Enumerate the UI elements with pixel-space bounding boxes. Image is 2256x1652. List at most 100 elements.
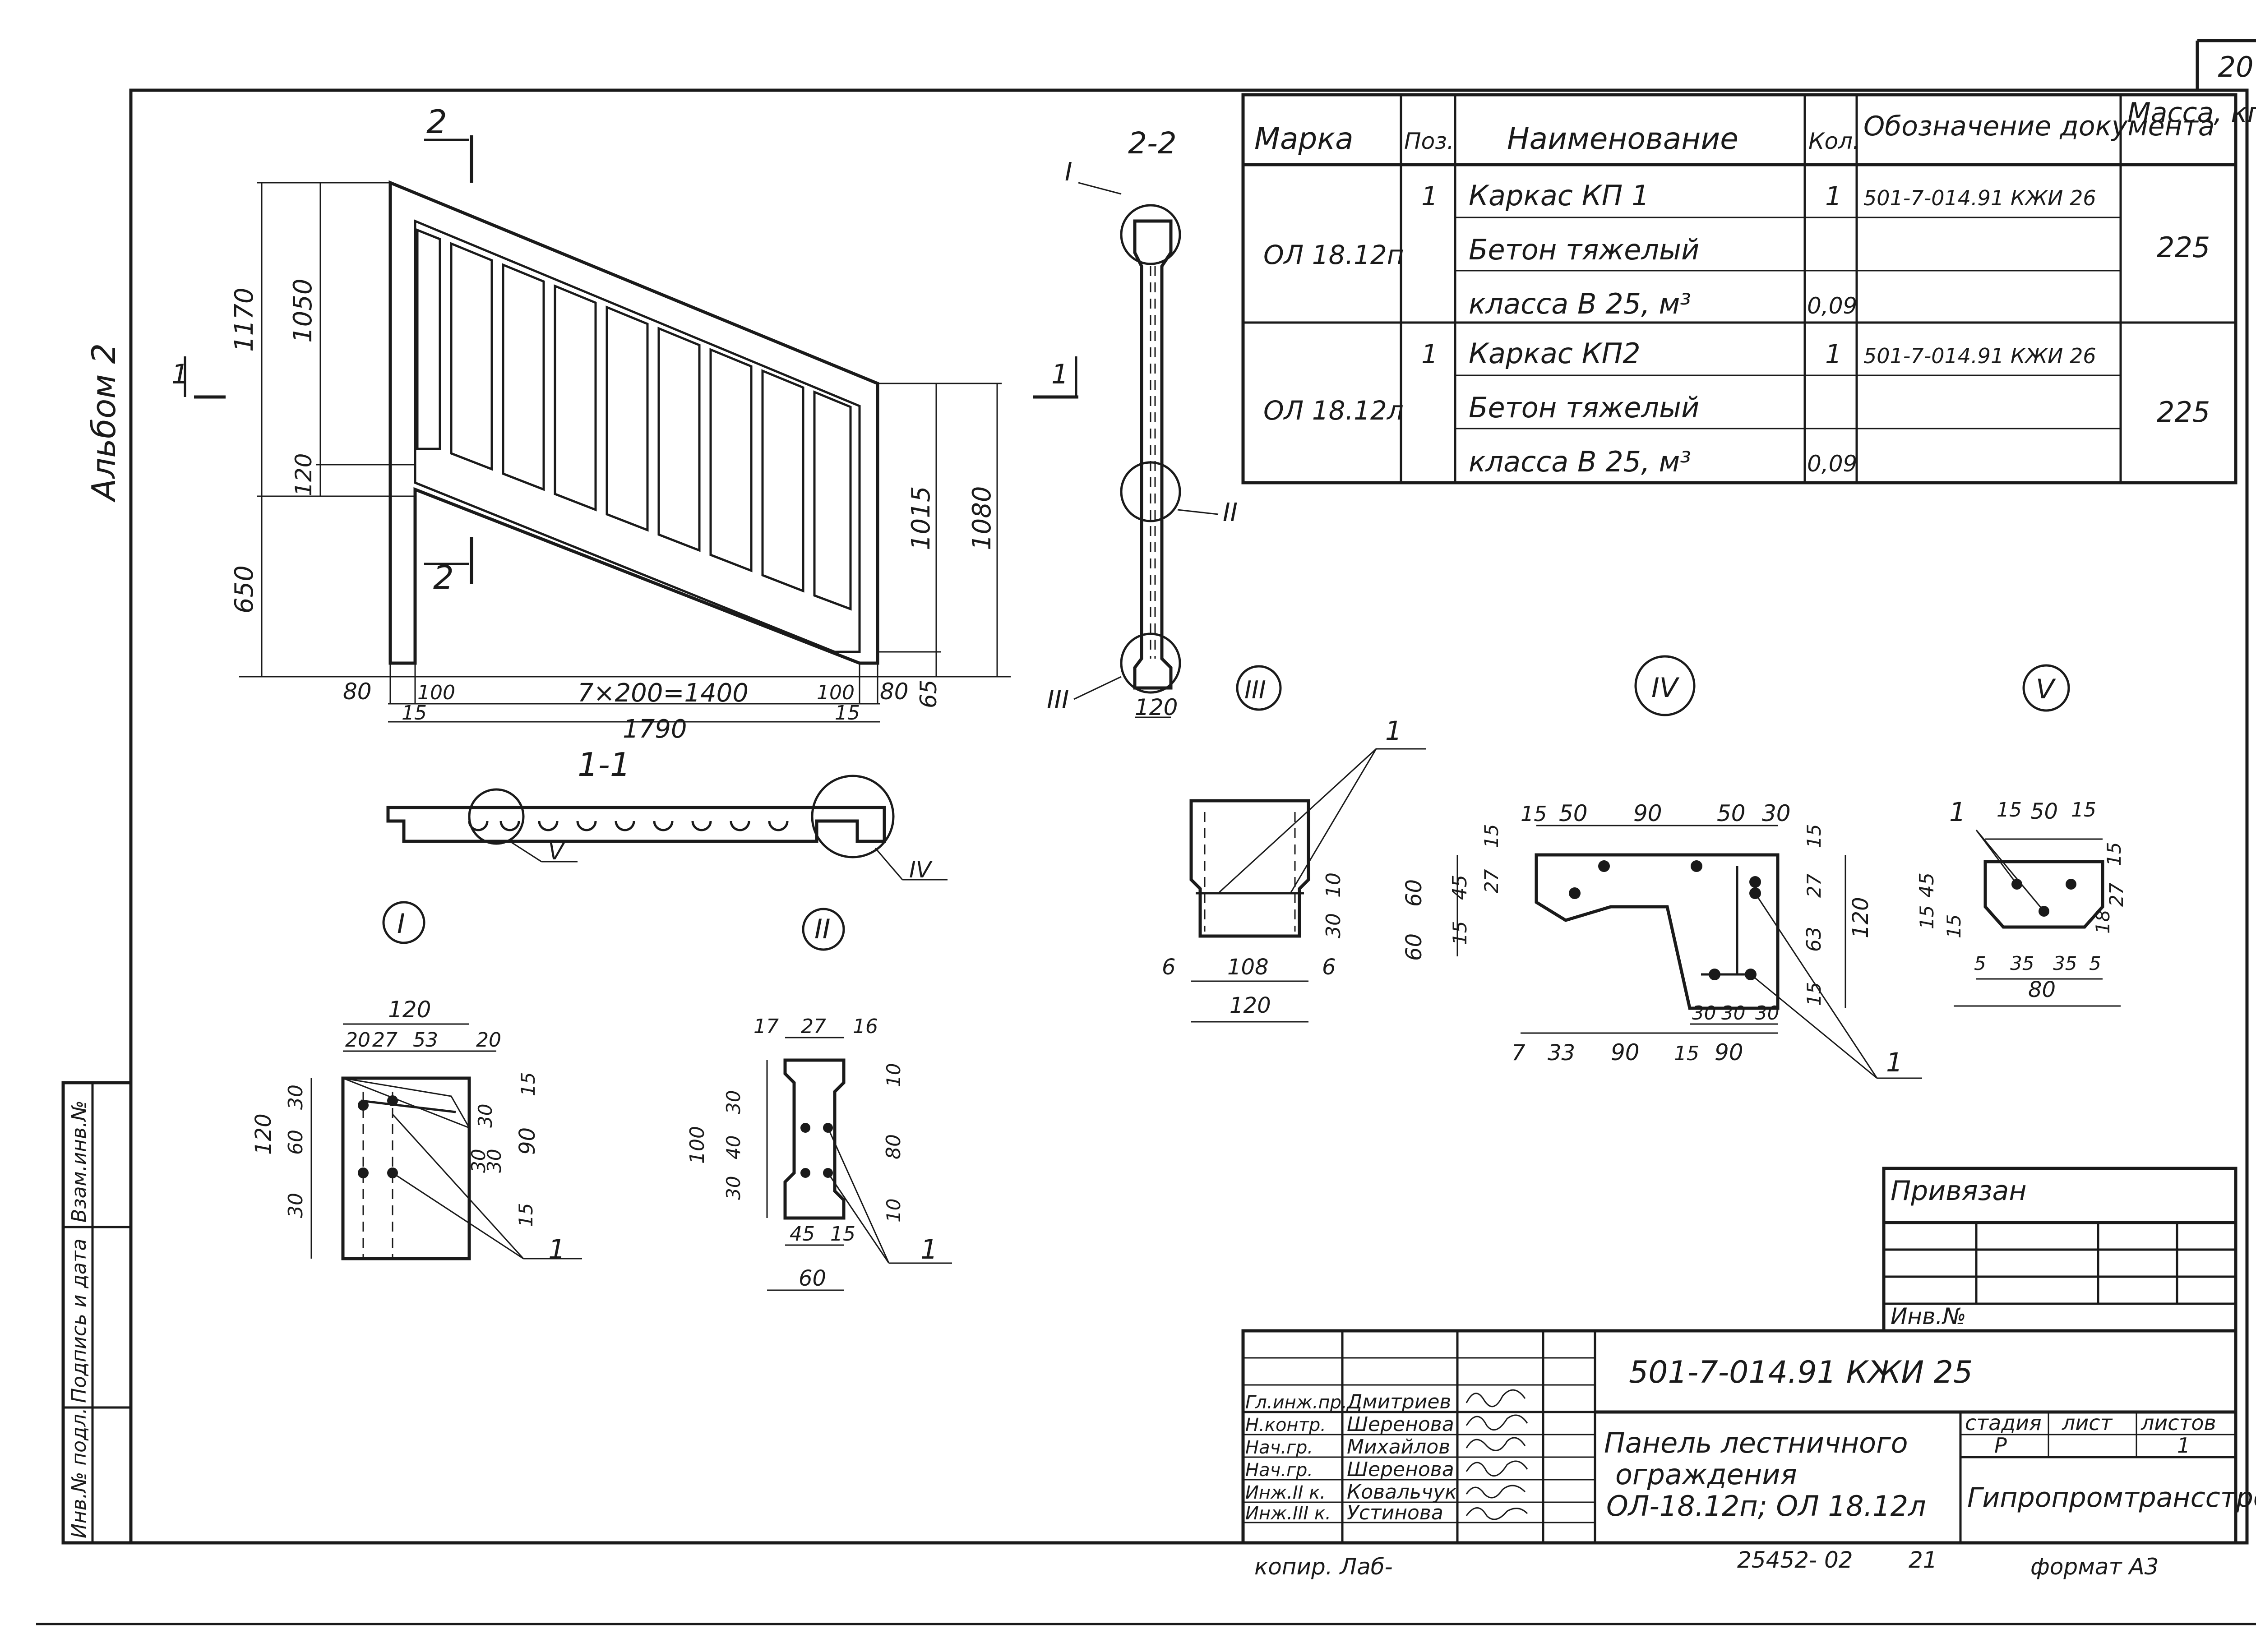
detail-V-top-50: 50 [2030, 799, 2058, 824]
archive-sheet: 21 [1909, 1547, 1937, 1573]
format-label: формат А3 [2030, 1554, 2159, 1580]
person-name-1: Дмитриев [1346, 1390, 1451, 1413]
detail-III-pos: 1 [1385, 715, 1402, 746]
spec-header-qty: Кол. [1808, 128, 1860, 154]
doc-title-3: ОЛ-18.12п; ОЛ 18.12л [1606, 1490, 1926, 1523]
detail-I-top-53: 53 [413, 1029, 438, 1052]
detail-V-left-15a: 15 [1916, 905, 1938, 929]
dim-1790: 1790 [623, 715, 687, 744]
elevation-panel [388, 180, 879, 704]
spec-row1-doc: 501-7-014.91 КЖИ 26 [1863, 186, 2096, 210]
side-stamp-inv-orig: Инв.№ подл. [68, 1407, 91, 1538]
detail-IV-drawing [1456, 655, 1922, 1079]
detail-II-bottom-15: 15 [830, 1223, 855, 1246]
spec-header-mark: Марка [1254, 121, 1354, 156]
dim-65: 65 [915, 679, 942, 708]
bound-table-grid [1882, 1167, 2238, 1333]
sheet-frame [36, 39, 2256, 1625]
section-markers [184, 135, 1078, 584]
detail-II-left-100: 100 [686, 1126, 709, 1164]
detail-II-left-40: 40 [722, 1135, 744, 1159]
spec-row5-name: Бетон тяжелый [1469, 391, 1699, 424]
section-mark-2-top: 2 [426, 103, 447, 141]
detail-III-6b: 6 [1322, 955, 1336, 980]
detail-II-left-30a: 30 [722, 1090, 744, 1114]
spec-row2-name: Бетон тяжелый [1469, 233, 1699, 266]
sheets-label: листов [2140, 1411, 2216, 1435]
detail-II-left-30b: 30 [722, 1176, 744, 1200]
spec-header-pos: Поз. [1404, 128, 1454, 154]
detail-IV-bot-30c: 30 [1755, 1002, 1779, 1024]
detail-I-drawing [310, 901, 582, 1260]
copy-note: копир. Лаб- [1254, 1554, 1393, 1580]
detail-II-right-10b: 10 [883, 1199, 905, 1223]
detail-I-pos: 1 [548, 1234, 565, 1265]
stage-value: Р [1994, 1433, 2007, 1458]
side-stamp-replace-inv: Взам.инв.№ [68, 1100, 91, 1223]
sheets-value: 1 [2177, 1433, 2190, 1458]
detail-I-label: I [397, 908, 405, 940]
detail-IV-left-45: 45 [1448, 875, 1471, 900]
spec-row1-mass: 225 [2157, 231, 2210, 264]
detail-I-left-120: 120 [251, 1113, 276, 1155]
elevation-dimension-lines [239, 182, 1011, 723]
spec-row3-qty: 0,09 [1807, 293, 1857, 319]
side-stamp [61, 1081, 133, 1545]
detail-II-top-16: 16 [853, 1015, 878, 1038]
detail-V-pos: 1 [1949, 797, 1966, 827]
detail-IV-top-15: 15 [1521, 802, 1547, 826]
detail-IV-left-15a: 15 [1480, 824, 1502, 848]
doc-code: 501-7-014.91 КЖИ 25 [1629, 1355, 1973, 1390]
spec-row1-pos: 1 [1421, 181, 1438, 212]
person-role-6: Инж.III к. [1245, 1503, 1331, 1524]
person-role-3: Нач.гр. [1245, 1437, 1313, 1458]
detail-IV-bot-7: 7 [1512, 1040, 1526, 1066]
dim-15-right: 15 [835, 701, 860, 724]
detail-III-drawing [1189, 665, 1426, 1023]
detail-I-left-60: 60 [284, 1130, 307, 1155]
detail-IV-left-60a: 60 [1401, 879, 1427, 907]
spec-row1-qty: 1 [1825, 181, 1842, 212]
section-mark-1-left: 1 [171, 359, 189, 390]
section-2-2-profile [1073, 182, 1219, 718]
dim-80-left: 80 [343, 678, 372, 705]
detail-II-bottom-45: 45 [790, 1223, 815, 1246]
bound-title: Привязан [1891, 1175, 2027, 1207]
detail-IV-right-15b: 15 [1803, 982, 1825, 1006]
detail-IV-left-15b: 15 [1449, 921, 1471, 945]
section-2-2-width: 120 [1135, 694, 1178, 720]
detail-V-top-15a: 15 [1997, 798, 2022, 821]
section-mark-1-right: 1 [1051, 359, 1068, 390]
detail-IV-label: IV [1651, 672, 1680, 704]
signatures [1465, 1389, 1528, 1520]
spec-header-doc: Обозначение документа [1863, 111, 2214, 142]
detail-IV-bot-15: 15 [1674, 1042, 1699, 1065]
detail-IV-bot-30b: 30 [1721, 1002, 1745, 1024]
detail-V-top-15b: 15 [2071, 798, 2096, 821]
detail-V-left-45: 45 [1915, 872, 1938, 898]
elevation-infill-panels [416, 228, 852, 611]
detail-V-bot-35b: 35 [2053, 952, 2077, 974]
detail-V-bot-5a: 5 [1974, 952, 1986, 974]
title-block-grid [1241, 1329, 2238, 1545]
dim-80-right: 80 [880, 678, 909, 705]
callout-IV-1-1: IV [909, 857, 933, 883]
detail-V-label: V [2036, 674, 2056, 705]
callout-V-1-1: V [548, 839, 565, 865]
person-name-6: Устинова [1347, 1501, 1443, 1524]
person-role-5: Инж.II к. [1245, 1482, 1326, 1503]
detail-I-top-120: 120 [388, 997, 431, 1023]
detail-II-top-17: 17 [754, 1015, 779, 1038]
dim-100-right: 100 [817, 681, 855, 704]
spec-table-grid [1241, 93, 2238, 485]
spec-header-mass: Масса, кг [2127, 97, 2256, 129]
section-1-1-profile [386, 775, 948, 881]
person-role-4: Нач.гр. [1245, 1460, 1313, 1481]
archive-number: 25452- 02 [1737, 1547, 1853, 1573]
spec-row1-mark: ОЛ 18.12п [1263, 240, 1404, 270]
dim-1170: 1170 [230, 287, 259, 352]
dim-1050: 1050 [288, 278, 318, 343]
stage-label: стадия [1965, 1411, 2042, 1435]
spec-row4-doc: 501-7-014.91 КЖИ 26 [1863, 344, 2096, 368]
detail-IV-top-30: 30 [1762, 800, 1791, 826]
